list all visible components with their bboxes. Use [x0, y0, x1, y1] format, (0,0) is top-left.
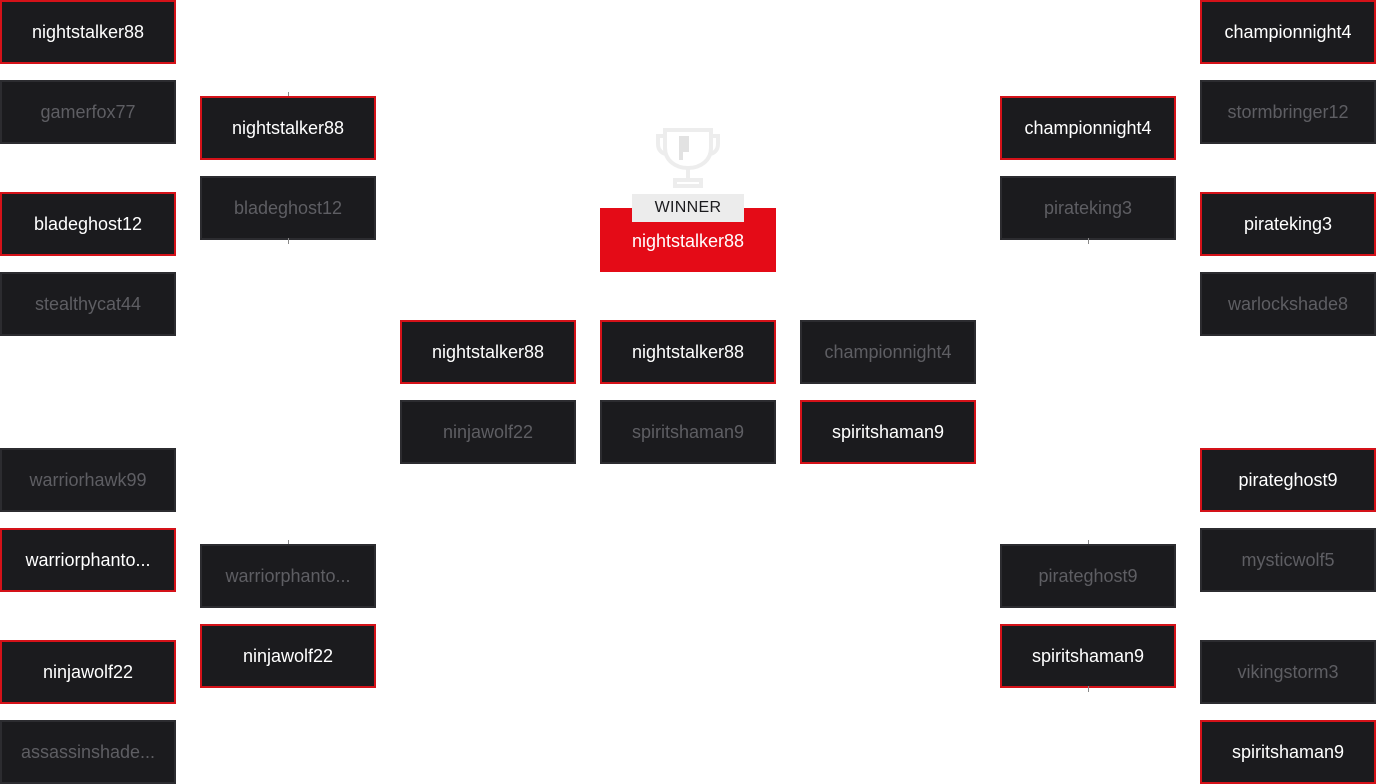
connector-tick: [1088, 540, 1089, 546]
player-name: bladeghost12: [33, 213, 143, 234]
left-semifinal-slot-1[interactable]: nightstalker88: [400, 320, 576, 384]
player-name: championnight4: [1224, 21, 1352, 42]
player-name: pirateghost9: [1238, 469, 1338, 490]
final-slot-2[interactable]: spiritshaman9: [600, 400, 776, 464]
player-name: pirateking3: [1043, 197, 1133, 218]
player-name: pirateghost9: [1038, 565, 1138, 586]
right-semifinal-slot-1[interactable]: championnight4: [800, 320, 976, 384]
right-r1-slot-7[interactable]: vikingstorm3: [1200, 640, 1376, 704]
connector-tick: [1088, 238, 1089, 244]
right-r2-slot-3[interactable]: pirateghost9: [1000, 544, 1176, 608]
left-r1-slot-7[interactable]: ninjawolf22: [0, 640, 176, 704]
connector-tick: [1088, 686, 1089, 692]
player-name: warriorphanto...: [25, 549, 151, 570]
right-r1-slot-8[interactable]: spiritshaman9: [1200, 720, 1376, 784]
right-r2-slot-1[interactable]: championnight4: [1000, 96, 1176, 160]
left-r2-slot-3[interactable]: warriorphanto...: [200, 544, 376, 608]
connector-tick: [288, 92, 289, 98]
player-name: championnight4: [1024, 117, 1152, 138]
right-r1-slot-5[interactable]: pirateghost9: [1200, 448, 1376, 512]
left-r1-slot-2[interactable]: gamerfox77: [0, 80, 176, 144]
left-r1-slot-4[interactable]: stealthycat44: [0, 272, 176, 336]
player-name: nightstalker88: [31, 21, 145, 42]
player-name: championnight4: [824, 341, 952, 362]
player-name: warlockshade8: [1227, 293, 1349, 314]
player-name: vikingstorm3: [1237, 661, 1339, 682]
player-name: mysticwolf5: [1241, 549, 1335, 570]
winner-badge: WINNER: [632, 194, 744, 222]
connector-tick: [288, 540, 289, 546]
player-name: ninjawolf22: [42, 661, 134, 682]
right-semifinal-slot-2[interactable]: spiritshaman9: [800, 400, 976, 464]
final-slot-1[interactable]: nightstalker88: [600, 320, 776, 384]
player-name: pirateking3: [1243, 213, 1333, 234]
left-r1-slot-5[interactable]: warriorhawk99: [0, 448, 176, 512]
player-name: nightstalker88: [431, 341, 545, 362]
left-semifinal-slot-2[interactable]: ninjawolf22: [400, 400, 576, 464]
right-r1-slot-2[interactable]: stormbringer12: [1200, 80, 1376, 144]
champion-name: nightstalker88: [631, 230, 745, 251]
right-r2-slot-2[interactable]: pirateking3: [1000, 176, 1176, 240]
right-r1-slot-6[interactable]: mysticwolf5: [1200, 528, 1376, 592]
player-name: spiritshaman9: [1231, 741, 1345, 762]
winner-label: WINNER: [654, 199, 722, 216]
player-name: ninjawolf22: [442, 421, 534, 442]
player-name: spiritshaman9: [831, 421, 945, 442]
left-r2-slot-2[interactable]: bladeghost12: [200, 176, 376, 240]
player-name: warriorphanto...: [225, 565, 351, 586]
right-r1-slot-1[interactable]: championnight4: [1200, 0, 1376, 64]
player-name: gamerfox77: [40, 101, 136, 122]
trophy-icon: [656, 128, 720, 188]
right-r2-slot-4[interactable]: spiritshaman9: [1000, 624, 1176, 688]
left-r2-slot-1[interactable]: nightstalker88: [200, 96, 376, 160]
right-r1-slot-3[interactable]: pirateking3: [1200, 192, 1376, 256]
left-r1-slot-6[interactable]: warriorphanto...: [0, 528, 176, 592]
player-name: bladeghost12: [233, 197, 343, 218]
right-r1-slot-4[interactable]: warlockshade8: [1200, 272, 1376, 336]
left-r2-slot-4[interactable]: ninjawolf22: [200, 624, 376, 688]
player-name: nightstalker88: [231, 117, 345, 138]
player-name: ninjawolf22: [242, 645, 334, 666]
left-r1-slot-8[interactable]: assassinshade...: [0, 720, 176, 784]
player-name: nightstalker88: [631, 341, 745, 362]
player-name: stormbringer12: [1227, 101, 1349, 122]
player-name: spiritshaman9: [631, 421, 745, 442]
left-r1-slot-1[interactable]: nightstalker88: [0, 0, 176, 64]
player-name: spiritshaman9: [1031, 645, 1145, 666]
connector-tick: [288, 238, 289, 244]
player-name: stealthycat44: [34, 293, 142, 314]
left-r1-slot-3[interactable]: bladeghost12: [0, 192, 176, 256]
player-name: warriorhawk99: [29, 469, 147, 490]
player-name: assassinshade...: [20, 741, 156, 762]
